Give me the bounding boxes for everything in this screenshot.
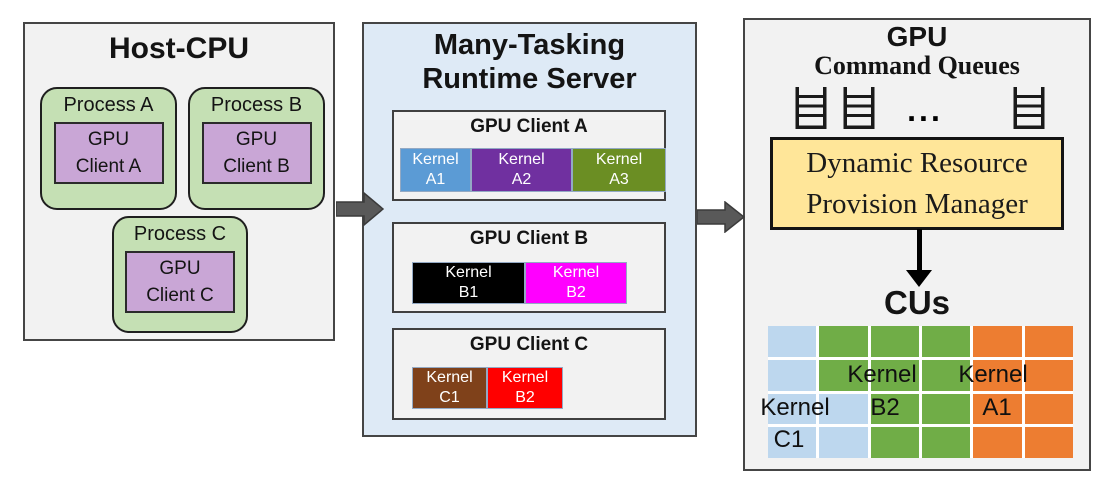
flow-arrow-host-to-runtime [336,192,384,226]
process-c-label: Process C [133,223,227,245]
cu-cell-orange [1024,427,1073,458]
host-cpu-title: Host-CPU [109,32,249,65]
cu-cell-blue [819,427,868,458]
gpu-title: GPU [886,21,948,52]
runtime-gpu-client-a: GPU Client A Kernel A1 Kernel A2 Kernel … [392,110,666,201]
cu-label-kernel-b2-line2: B2 [870,394,900,421]
host-cpu-panel: Host-CPU Process A GPU Client A Process … [23,22,335,341]
process-b-box: Process B GPU Client B [188,87,325,210]
cu-cell-green [870,393,919,425]
cu-cell-blue [768,326,817,357]
cu-grid [768,326,1073,458]
cu-cell-green [921,427,971,458]
cu-label-kernel-b2-line1: Kernel [847,361,917,388]
process-c-box: Process C GPU Client C [112,216,248,333]
cu-cell-green [870,359,919,391]
kernel-row-c: Kernel C1 Kernel B2 [412,367,563,409]
gpu-client-a-box: GPU Client A [53,122,164,184]
kernel-row-a: Kernel A1 Kernel A2 Kernel A3 [400,148,666,192]
runtime-gpu-client-b-title: GPU Client B [469,228,589,249]
cu-cell-orange [1024,326,1073,357]
command-queue-icon [795,87,827,129]
runtime-server-panel: Many-Tasking Runtime Server GPU Client A… [362,22,697,437]
cu-cell-blue [768,427,817,458]
process-b-label: Process B [210,94,303,116]
gpu-client-c-box: GPU Client C [125,251,235,313]
runtime-gpu-client-c-title: GPU Client C [469,334,589,355]
cu-cell-orange [973,427,1022,458]
process-a-box: Process A GPU Client A [40,87,177,210]
kernel-c-b2-block: Kernel B2 [487,367,563,409]
kernel-b2-block: Kernel B2 [525,262,627,304]
gpu-client-b-box: GPU Client B [201,122,312,184]
cu-cell-green [870,427,919,458]
cu-cell-blue [768,359,817,391]
kernel-a1-block: Kernel A1 [400,148,471,192]
cu-cell-green [921,326,971,357]
kernel-row-b: Kernel B1 Kernel B2 [412,262,627,304]
flow-arrow-runtime-to-gpu [697,201,745,233]
command-queues-label: Command Queues [814,51,1020,80]
kernel-b1-block: Kernel B1 [412,262,525,304]
cu-cell-orange [973,359,1022,391]
process-a-label: Process A [63,94,154,116]
cu-cell-green [870,326,919,357]
runtime-gpu-client-c: GPU Client C Kernel C1 Kernel B2 [392,328,666,420]
runtime-gpu-client-b: GPU Client B Kernel B1 Kernel B2 [392,222,666,313]
cu-cell-green [921,393,971,425]
cu-label-kernel-c1-line2: C1 [773,426,805,453]
cu-cell-orange [1024,359,1073,391]
cu-cell-orange [973,393,1022,425]
queues-ellipsis: ... [907,92,943,128]
dynamic-resource-provision-manager-box: Dynamic Resource Provision Manager [770,137,1064,230]
cu-cell-orange [973,326,1022,357]
cu-label-kernel-a1-line1: Kernel [958,361,1028,388]
kernel-c1-block: Kernel C1 [412,367,487,409]
cu-label-kernel-c1-line1: Kernel [760,394,830,421]
cus-label: CUs [883,284,951,321]
kernel-a2-block: Kernel A2 [471,148,572,192]
runtime-gpu-client-a-title: GPU Client A [470,116,588,137]
runtime-server-title: Many-Tasking Runtime Server [422,29,637,95]
gpu-panel: GPU Command Queues ... Dynamic Resource … [743,18,1091,471]
cu-cell-orange [1024,393,1073,425]
command-queue-icon [1013,87,1045,129]
cu-cell-green [819,326,868,357]
cu-label-kernel-a1-line2: A1 [982,394,1012,421]
command-queue-icon [843,87,875,129]
cu-cell-blue [819,393,868,425]
cu-cell-blue [768,393,817,425]
kernel-a3-block: Kernel A3 [572,148,666,192]
manager-to-cus-arrow [906,229,932,287]
cu-cell-green [921,359,971,391]
cu-cell-green [819,359,868,391]
